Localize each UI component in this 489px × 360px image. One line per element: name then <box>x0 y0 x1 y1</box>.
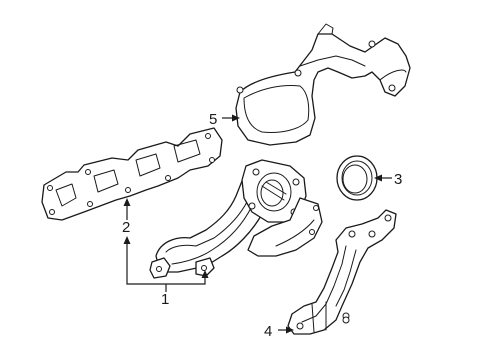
seal-ring <box>336 155 378 201</box>
callout-1: 1 <box>161 291 169 308</box>
callout-5: 5 <box>209 111 217 128</box>
callout-2: 2 <box>122 219 130 236</box>
exhaust-manifold <box>149 159 323 279</box>
manifold-bracket <box>287 209 397 335</box>
callout-5-leader <box>222 114 240 122</box>
callout-3-leader <box>374 174 392 182</box>
manifold-gasket <box>41 127 223 221</box>
callout-2-leader <box>123 198 131 220</box>
heat-shield <box>235 23 411 146</box>
callout-4-leader <box>278 326 294 334</box>
callout-1-leader <box>123 236 209 292</box>
callout-4: 4 <box>264 323 272 340</box>
callout-3: 3 <box>394 171 402 188</box>
